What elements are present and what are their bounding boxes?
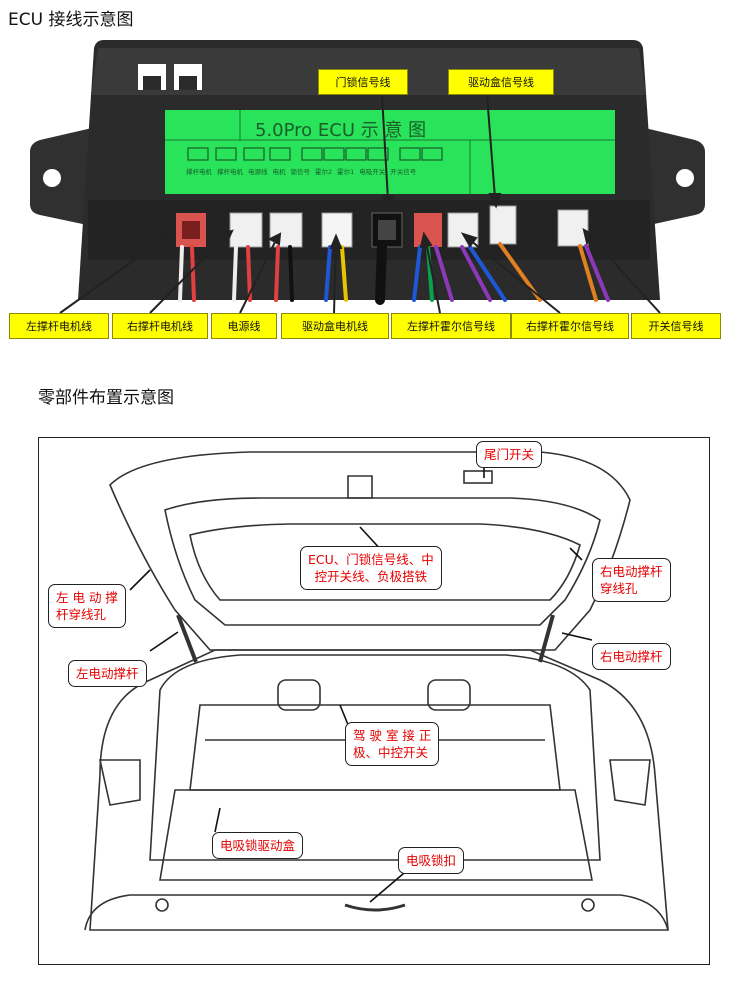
callout-text: 左电动撑杆 <box>76 666 139 681</box>
sticker-caption: 电机 <box>272 168 286 176</box>
label-right-hall: 右撑杆霍尔信号线 <box>511 313 629 339</box>
callout-text: 电吸锁扣 <box>406 853 457 868</box>
layout-diagram-title: 零部件布置示意图 <box>38 388 174 408</box>
sticker-caption: 撑杆电机 <box>217 168 243 176</box>
tailgate-handle <box>347 475 373 499</box>
sticker-caption: 撑杆电机 <box>186 168 212 176</box>
sticker-main-text: 5.0Pro ECU 示 意 图 <box>255 120 427 141</box>
callout-text: 电吸锁驱动盒 <box>220 838 296 853</box>
callout-latch: 电吸锁扣 <box>398 847 465 874</box>
tailgate-window <box>189 523 581 601</box>
connector-drive-signal <box>489 205 517 245</box>
sticker-caption: 电吸开关 <box>359 168 386 176</box>
tailgate-switch-mark <box>463 470 493 484</box>
right-mount-ear <box>645 128 705 226</box>
left-strut <box>176 614 198 663</box>
right-mount-hole <box>676 169 694 187</box>
connector-switch-signal <box>557 209 589 247</box>
label-door-lock-signal: 门锁信号线 <box>318 69 408 95</box>
callout-text: 右电动撑杆 <box>600 564 663 579</box>
callout-ecu-location: ECU、门锁信号线、中 控开关线、负极搭铁 <box>300 546 442 590</box>
bottom-leaders <box>59 228 661 314</box>
right-strut <box>538 614 555 663</box>
callout-text: 穿线孔 <box>600 581 638 596</box>
sticker-caption: 电源线 <box>248 168 268 176</box>
headrest-right <box>427 679 471 711</box>
car-body <box>89 649 669 931</box>
callout-right-strut-hole: 右电动撑杆 穿线孔 <box>592 558 671 602</box>
left-mount-ear <box>30 128 92 226</box>
callout-text: 杆穿线孔 <box>56 607 107 622</box>
left-mount-hole <box>43 169 61 187</box>
left-taillight <box>99 759 141 806</box>
latch-mark <box>344 903 406 912</box>
label-right-strut-motor: 右撑杆电机线 <box>112 313 208 339</box>
callout-text: 驾 驶 室 接 正 <box>353 728 432 743</box>
callout-text: 左 电 动 撑 <box>56 590 118 605</box>
callout-left-strut-hole: 左 电 动 撑 杆穿线孔 <box>48 584 126 628</box>
callout-text: ECU、门锁信号线、中 <box>308 552 434 567</box>
connector-door-lock <box>371 212 403 248</box>
rear-bumper <box>84 894 669 931</box>
callout-right-strut: 右电动撑杆 <box>592 643 671 670</box>
sticker-caption: 霍尔1 <box>337 168 355 176</box>
cargo-opening <box>149 654 601 861</box>
label-power: 电源线 <box>211 313 277 339</box>
right-taillight <box>609 759 651 806</box>
sticker-caption: 开关信号 <box>390 168 417 176</box>
ecu-diagram-title: ECU 接线示意图 <box>8 10 134 30</box>
callout-text: 尾门开关 <box>484 447 535 462</box>
tailgate-outer <box>109 451 631 651</box>
callout-text: 控开关线、负极搭铁 <box>314 569 428 584</box>
label-drive-box-signal: 驱动盒信号线 <box>448 69 554 95</box>
rear-seat <box>189 704 561 791</box>
label-drive-motor: 驱动盒电机线 <box>281 313 389 339</box>
label-left-strut-motor: 左撑杆电机线 <box>9 313 109 339</box>
callout-text: 极、中控开关 <box>353 745 429 760</box>
label-switch-signal: 开关信号线 <box>631 313 721 339</box>
callout-tailgate-switch: 尾门开关 <box>476 441 543 468</box>
headrest-left <box>277 679 321 711</box>
callout-lock-drive-box: 电吸锁驱动盒 <box>212 832 304 859</box>
bumper-sensor-right <box>581 898 595 912</box>
sticker-caption-row: 撑杆电机 撑杆电机 电源线 电机 锁信号 霍尔2 霍尔1 电吸开关 开关信号 <box>186 166 416 176</box>
tailgate-inner <box>164 497 601 626</box>
callout-text: 右电动撑杆 <box>600 649 663 664</box>
callout-cabin-connection: 驾 驶 室 接 正 极、中控开关 <box>345 722 440 766</box>
bumper-sensor-left <box>155 898 169 912</box>
sticker-connector-icons <box>187 147 443 161</box>
sticker-caption: 霍尔2 <box>315 168 333 176</box>
callout-left-strut: 左电动撑杆 <box>68 660 147 687</box>
label-left-hall: 左撑杆霍尔信号线 <box>391 313 511 339</box>
car-frame <box>38 437 710 965</box>
sticker-caption: 锁信号 <box>290 168 311 176</box>
connectors <box>176 205 589 248</box>
top-leaders <box>381 94 502 211</box>
